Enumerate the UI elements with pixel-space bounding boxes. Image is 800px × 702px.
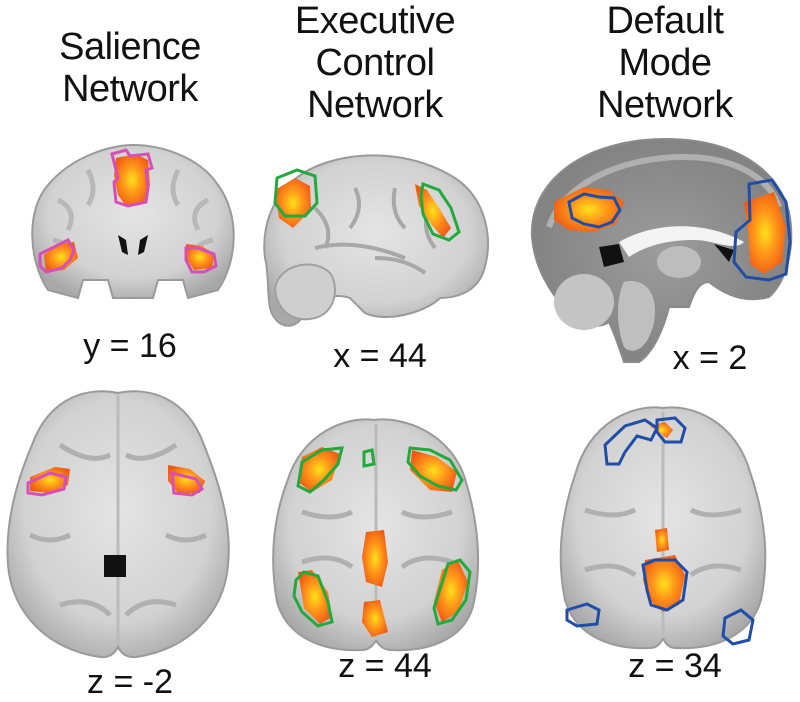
ecn-title-line-1: Executive xyxy=(294,0,456,42)
brain-outline xyxy=(31,143,235,300)
dmn-sagittal-label: x = 2 xyxy=(672,339,748,377)
ecn-sagittal-slice xyxy=(255,148,500,338)
salience-axial-label: z = -2 xyxy=(87,663,173,701)
dmn-axial-slice xyxy=(545,400,785,658)
ecn-axial-slice xyxy=(262,412,494,657)
default-mode-title: Default Mode Network xyxy=(545,0,785,126)
dmn-axial-label: z = 34 xyxy=(628,647,722,685)
ecn-axial-label: z = 44 xyxy=(338,647,432,685)
dmn-title-line-2: Mode xyxy=(618,42,712,84)
salience-title-line-2: Network xyxy=(62,68,198,110)
salience-title-line-1: Salience xyxy=(59,26,201,68)
salience-axial-slice xyxy=(0,385,240,670)
dmn-title-line-3: Network xyxy=(597,84,733,126)
dmn-sagittal-slice xyxy=(524,132,800,372)
salience-title: Salience Network xyxy=(30,26,230,110)
salience-coronal-slice xyxy=(18,140,248,340)
ecn-title-line-2: Control xyxy=(315,42,436,84)
dmn-title-line-1: Default xyxy=(606,0,724,42)
ecn-sagittal-label: x = 44 xyxy=(333,337,427,375)
executive-control-title: Executive Control Network xyxy=(255,0,495,126)
salience-coronal-label: y = 16 xyxy=(83,327,177,365)
ecn-title-line-3: Network xyxy=(307,84,443,126)
